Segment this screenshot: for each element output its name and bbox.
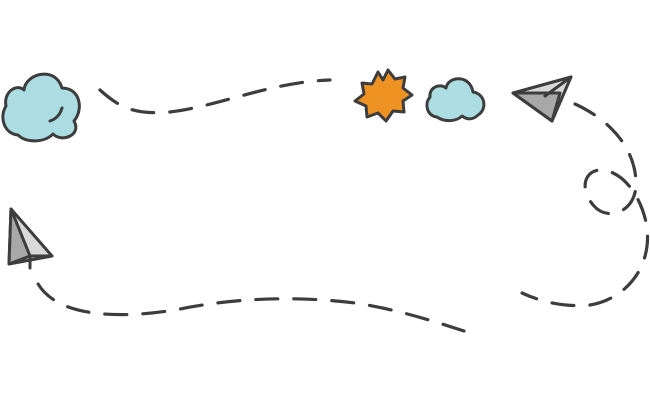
plane-right-wing — [511, 91, 562, 123]
cloud-icon — [1, 72, 81, 143]
flight-path-trail — [32, 78, 650, 333]
sun-shape — [353, 68, 414, 123]
trail-bottom — [32, 271, 466, 333]
plane-right-fold — [543, 75, 573, 98]
cloud-icon — [425, 77, 486, 123]
cloud-left-shape — [1, 72, 81, 143]
plane-left-wing — [7, 207, 32, 266]
paper-plane-icon — [511, 75, 573, 123]
plane-left-fold — [28, 254, 54, 270]
cloud-left-detail — [48, 106, 64, 123]
cloud-right-shape — [425, 77, 486, 123]
sun-icon — [353, 68, 414, 123]
paper-plane-icon — [7, 207, 54, 270]
trail-right-loop — [520, 102, 650, 308]
trail-top — [98, 78, 332, 115]
